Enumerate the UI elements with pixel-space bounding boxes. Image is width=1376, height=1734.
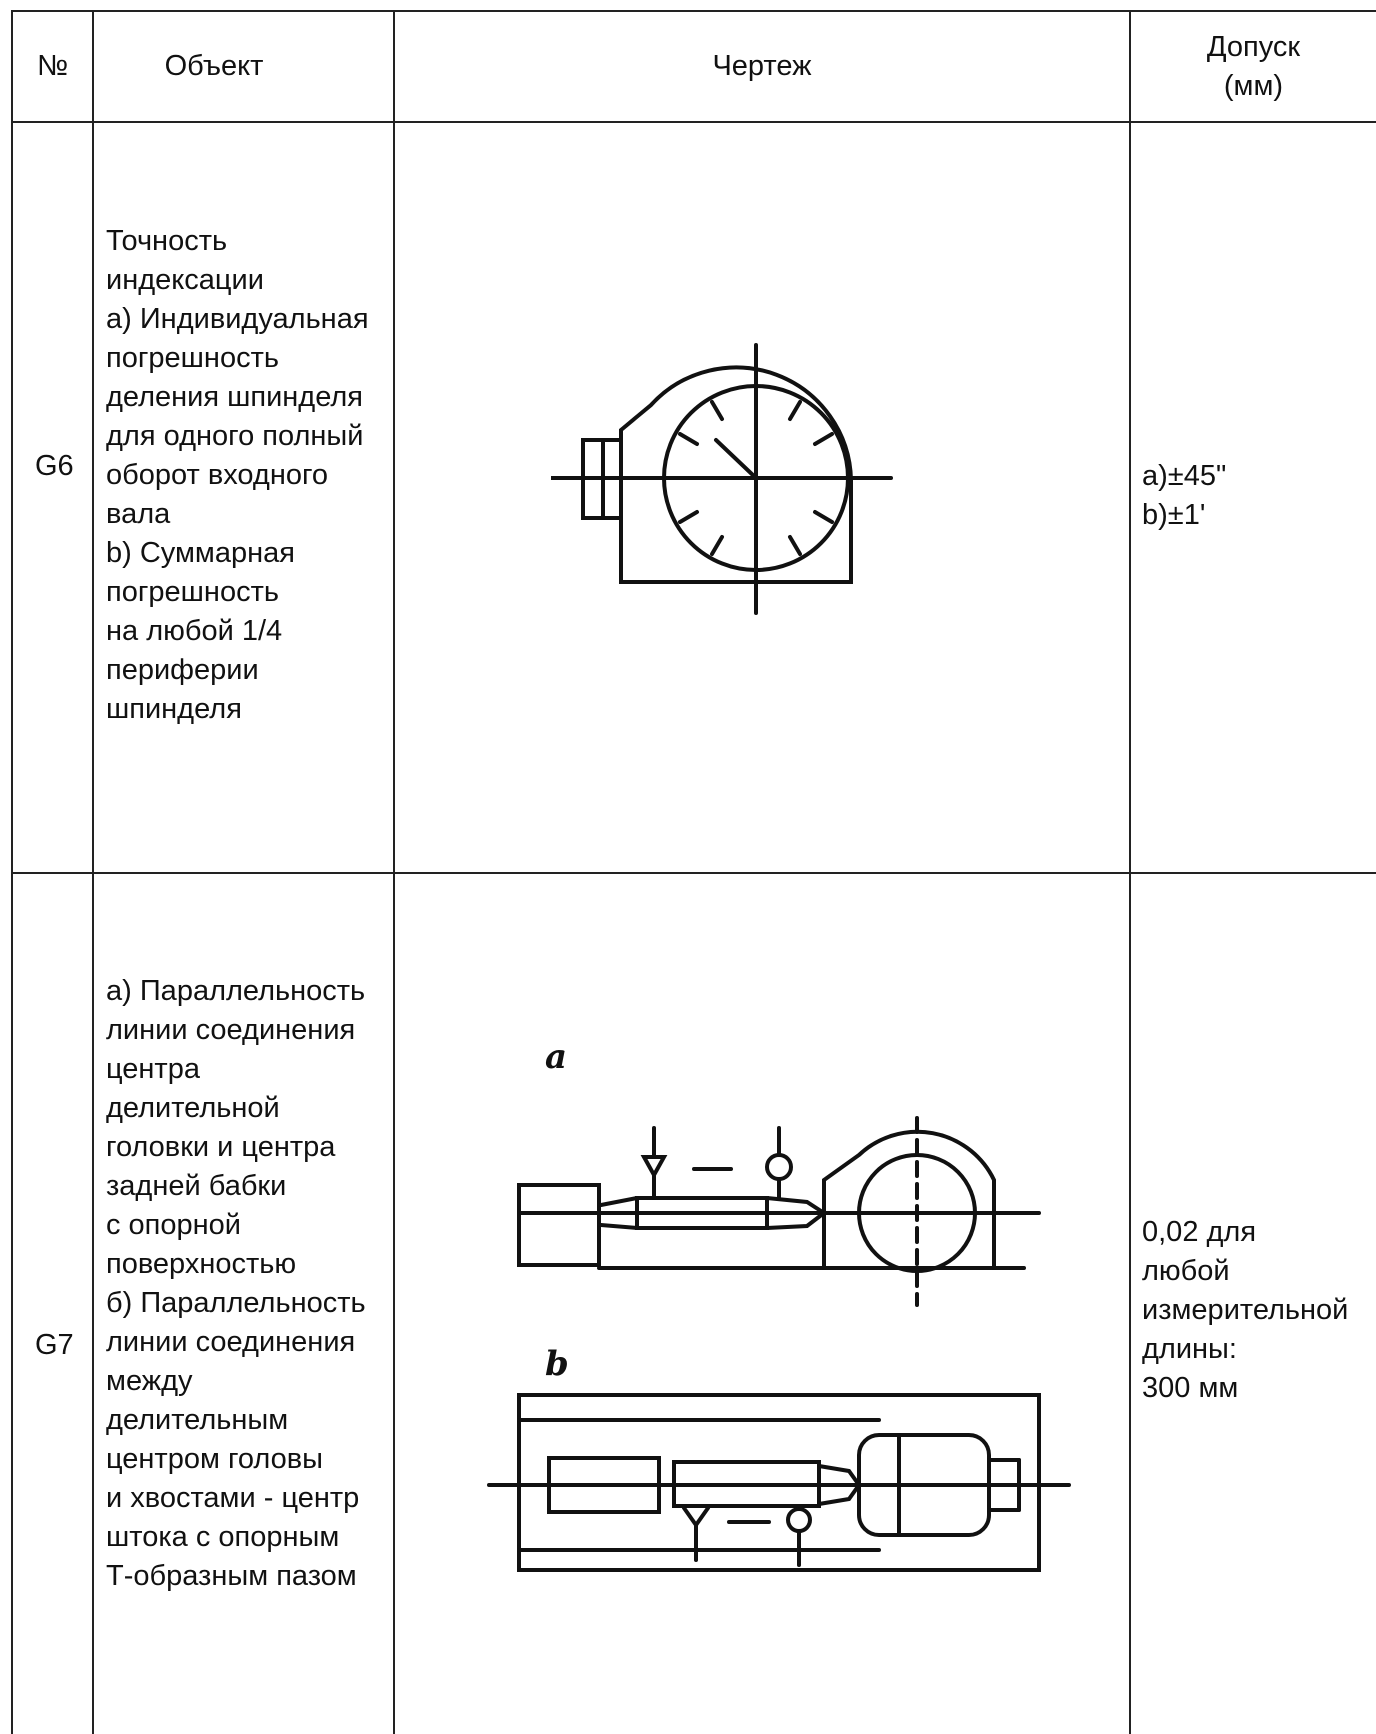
- spec-table: № Объект Чертеж Допуск (мм) G6 Точность …: [11, 10, 1376, 1734]
- header-tolerance: Допуск (мм): [1206, 30, 1301, 102]
- row-g6-object: Точность индексации a) Индивидуальная по…: [106, 225, 369, 725]
- drawing-label-b: b: [545, 1344, 569, 1384]
- header-divider: [11, 121, 1376, 123]
- header-number: №: [36, 50, 69, 82]
- row-divider: [11, 872, 1376, 874]
- column-divider-1: [92, 10, 94, 1734]
- column-divider-3: [1129, 10, 1131, 1734]
- table-border-left: [11, 10, 13, 1734]
- row-g6-tolerance: a)±45" b)±1': [1142, 460, 1227, 531]
- table-border-top: [11, 10, 1376, 12]
- column-divider-2: [393, 10, 395, 1734]
- header-object: Объект: [164, 50, 264, 82]
- drawing-label-a: a: [545, 1037, 567, 1077]
- row-g6-drawing-dividing-head: [551, 343, 893, 615]
- row-g7-number: G7: [35, 1329, 74, 1361]
- row-g7-object: а) Параллельность линии соединения центр…: [106, 975, 366, 1592]
- row-g6-number: G6: [35, 450, 74, 482]
- row-g7-drawing-setup: a b: [487, 1037, 1071, 1572]
- header-drawing: Чертеж: [712, 50, 812, 82]
- row-g7-tolerance: 0,02 для любой измерительной длины: 300 …: [1142, 1216, 1349, 1404]
